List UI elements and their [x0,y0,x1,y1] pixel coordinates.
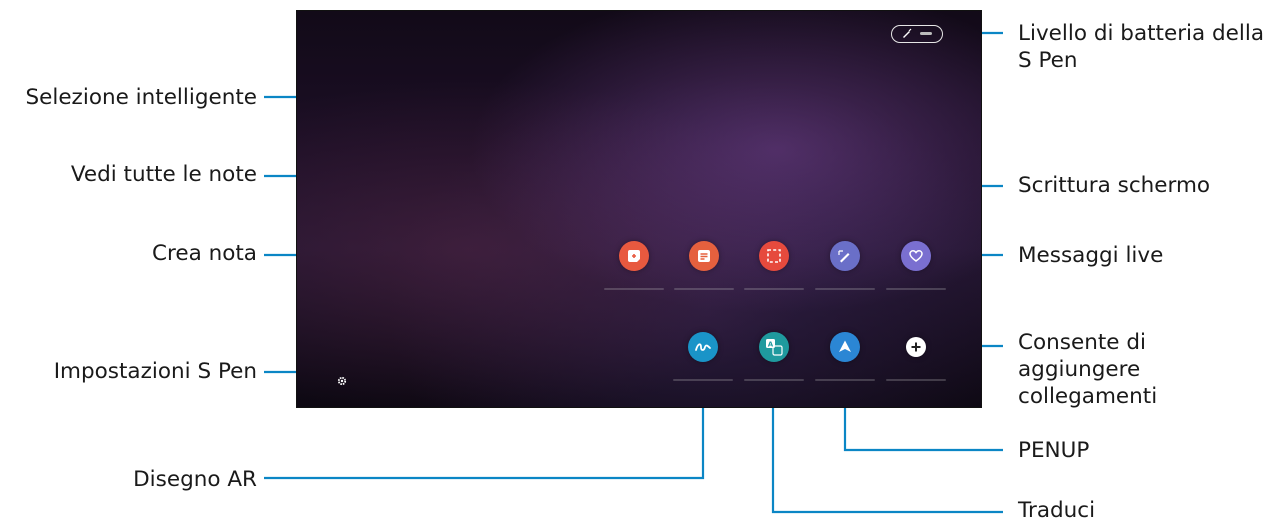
view-notes-caption [674,288,734,290]
plus-icon [911,342,921,352]
pen-write-icon [838,250,850,263]
callout-add-line3: collegamenti [1018,384,1158,409]
add-shortcuts-caption [886,379,946,381]
callout-penup: PENUP [1018,438,1090,463]
air-command-screen: A [296,10,982,408]
callout-settings: Impostazioni S Pen [53,359,257,384]
callout-translate: Traduci [1018,498,1096,523]
pen-battery-indicator [891,25,943,43]
penup-button[interactable] [830,332,860,362]
battery-level-bar [920,32,932,35]
callout-view-notes: Vedi tutte le note [70,162,257,187]
heart-message-icon [909,250,923,262]
note-plus-icon [628,250,640,262]
gear-icon [337,376,347,386]
s-pen-settings-button[interactable] [337,371,347,386]
view-all-notes-button[interactable] [689,241,719,271]
smart-select-button[interactable] [759,241,789,271]
pen-battery-icon [903,28,912,38]
callout-smart-select: Selezione intelligente [25,85,257,110]
screen-write-caption [815,288,875,290]
callout-add-line1: Consente di [1018,330,1146,355]
penup-caption [815,379,875,381]
callout-battery-line2: S Pen [1018,48,1078,73]
live-messages-caption [886,288,946,290]
squiggle-icon [695,343,711,351]
callout-live-messages: Messaggi live [1018,243,1164,268]
callout-screen-write: Scrittura schermo [1018,173,1211,198]
translate-button[interactable]: A [759,332,789,362]
penup-icon [839,340,851,352]
live-messages-button[interactable] [901,241,931,271]
leader-ar-doodle [264,392,705,480]
screen-write-button[interactable] [830,241,860,271]
ar-doodle-caption [673,379,733,381]
add-shortcuts-button[interactable] [906,337,926,357]
create-note-button[interactable] [619,241,649,271]
smart-select-caption [744,288,804,290]
translate-icon: A [766,339,783,356]
leader-translate [771,392,1003,514]
svg-text:A: A [768,341,774,349]
dashed-select-icon [767,249,781,263]
callout-battery-line1: Livello di batteria della [1018,21,1265,46]
callout-battery: Livello di batteria della S Pen [1018,20,1264,74]
callout-ar-doodle: Disegno AR [133,467,257,492]
callout-add-line2: aggiungere [1018,357,1141,382]
note-list-icon [698,250,710,262]
create-note-caption [604,288,664,290]
leader-penup [843,392,1003,452]
ar-doodle-button[interactable] [688,332,718,362]
callout-add-shortcuts: Consente di aggiungere collegamenti [1018,329,1157,410]
callout-create-note: Crea nota [151,241,257,266]
translate-caption [744,379,804,381]
